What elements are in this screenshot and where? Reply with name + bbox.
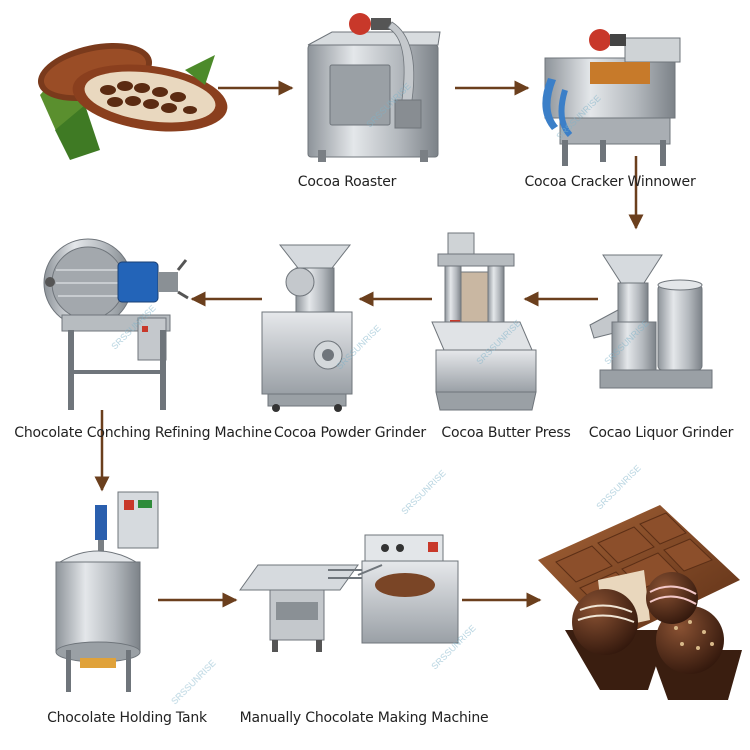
step-label-cocao-liquor-grinder: Cocao Liquor Grinder — [588, 425, 734, 441]
chocolate-conching-refining-machine-image — [43, 238, 189, 410]
cocoa-roaster-image — [307, 13, 441, 162]
step-label-cocoa-roaster: Cocoa Roaster — [297, 174, 397, 190]
watermark-text: SRSSUNRISE — [594, 463, 642, 511]
step-label-chocolate-holding-tank: Chocolate Holding Tank — [47, 710, 207, 726]
step-label-chocolate-conching-refining-machine: Chocolate Conching Refining Machine — [14, 425, 272, 441]
cocoa-pods-image — [37, 42, 228, 160]
cocoa-butter-press-image — [431, 232, 537, 411]
step-label-manually-chocolate-making-machine: Manually Chocolate Making Machine — [239, 710, 489, 726]
cocoa-cracker-winnower-image — [542, 29, 681, 166]
manually-chocolate-making-machine-image — [239, 534, 459, 652]
cocoa-powder-grinder-image — [261, 244, 353, 412]
step-label-cocoa-powder-grinder: Cocoa Powder Grinder — [274, 425, 426, 441]
step-label-cocoa-butter-press: Cocoa Butter Press — [441, 425, 571, 441]
chocolate-holding-tank-image — [55, 491, 159, 692]
chocolate-products-image — [538, 505, 742, 700]
step-label-cocoa-cracker-winnower: Cocoa Cracker Winnower — [524, 174, 696, 190]
watermark-text: SRSSUNRISE — [169, 658, 217, 706]
cocao-liquor-grinder-image — [589, 254, 713, 389]
watermark-text: SRSSUNRISE — [399, 468, 447, 516]
flow-arrows — [94, 80, 644, 608]
